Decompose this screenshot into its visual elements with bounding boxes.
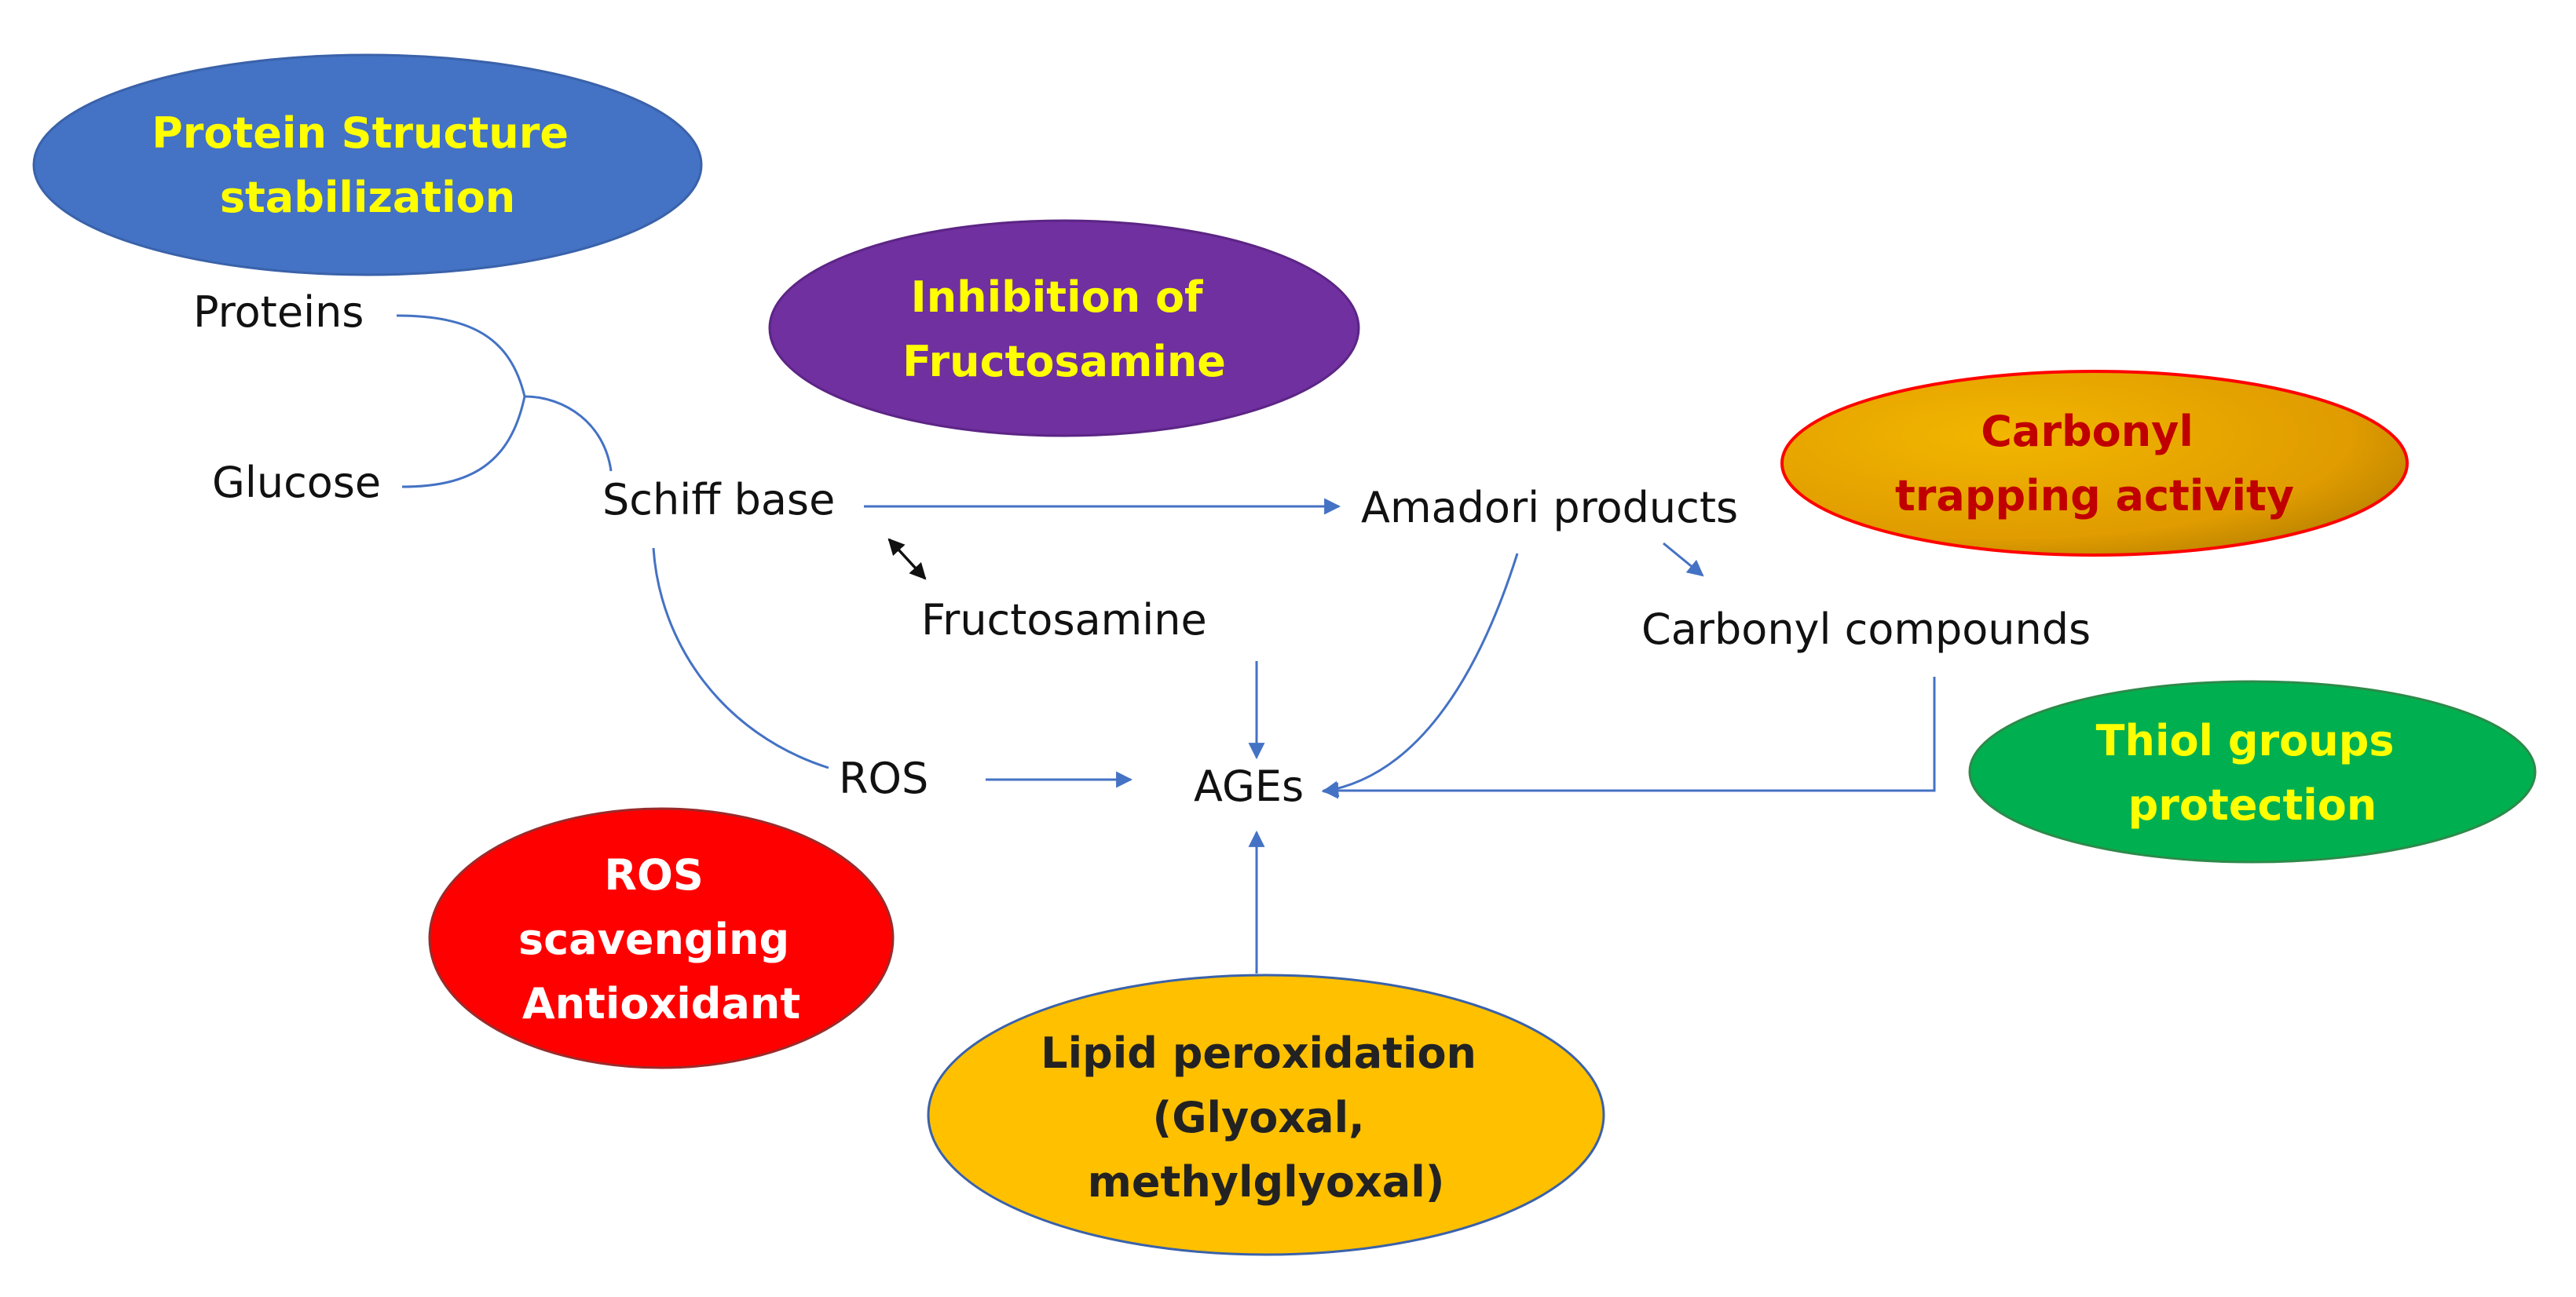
glucose-connector	[401, 396, 526, 488]
proteins-connector	[396, 314, 526, 397]
node-ros: ROS	[839, 754, 928, 803]
lipid-peroxidation-label: Lipid peroxidation (Glyoxal, methylglyox…	[1041, 1028, 1491, 1207]
mechanism-inhibition-fructosamine: Inhibition of Fructosamine	[768, 219, 1360, 437]
amadori-to-ages-arrow	[1321, 553, 1519, 798]
carbonyl-trapping-label: Carbonyl trapping activity	[1895, 407, 2294, 521]
mechanism-protein-structure: Protein Structure stabilization	[32, 53, 703, 276]
carbonyl-trapping-ellipse	[1780, 370, 2409, 557]
lipid-peroxidation-ellipse	[927, 974, 1605, 1256]
node-amadori-products: Amadori products	[1361, 483, 1738, 532]
carbonyl-to-ages-arrow	[1321, 677, 1936, 799]
node-glucose: Glucose	[212, 458, 381, 507]
mechanism-carbonyl-trapping: Carbonyl trapping activity	[1780, 370, 2409, 557]
thiol-groups-label: Thiol groups protection	[2096, 716, 2410, 830]
node-proteins: Proteins	[193, 287, 364, 337]
inhibition-fructosamine-ellipse	[768, 219, 1360, 437]
protein-structure-ellipse	[32, 53, 703, 276]
mechanism-lipid-peroxidation: Lipid peroxidation (Glyoxal, methylglyox…	[927, 974, 1605, 1256]
amadori-to-carbonyl-arrow	[1663, 542, 1704, 577]
protein-structure-label: Protein Structure stabilization	[152, 108, 584, 222]
node-carbonyl-compounds: Carbonyl compounds	[1641, 605, 2091, 654]
mechanism-thiol-groups: Thiol groups protection	[1968, 680, 2537, 864]
mechanism-ros-scavenging: ROS scavenging Antioxidant	[428, 807, 895, 1069]
node-schiff-base: Schiff base	[602, 475, 835, 524]
schiff-to-ros-connector	[652, 547, 829, 769]
join-to-schiff-connector	[524, 395, 613, 472]
ros-scavenging-ellipse	[428, 807, 895, 1069]
thiol-groups-ellipse	[1968, 680, 2537, 864]
schiff-fructosamine-equilibrium-arrow	[887, 538, 927, 580]
node-ages: AGEs	[1194, 762, 1304, 811]
inhibition-fructosamine-label: Inhibition of Fructosamine	[902, 272, 1226, 386]
ros-scavenging-label: ROS scavenging Antioxidant	[518, 850, 804, 1028]
node-fructosamine: Fructosamine	[921, 595, 1207, 645]
